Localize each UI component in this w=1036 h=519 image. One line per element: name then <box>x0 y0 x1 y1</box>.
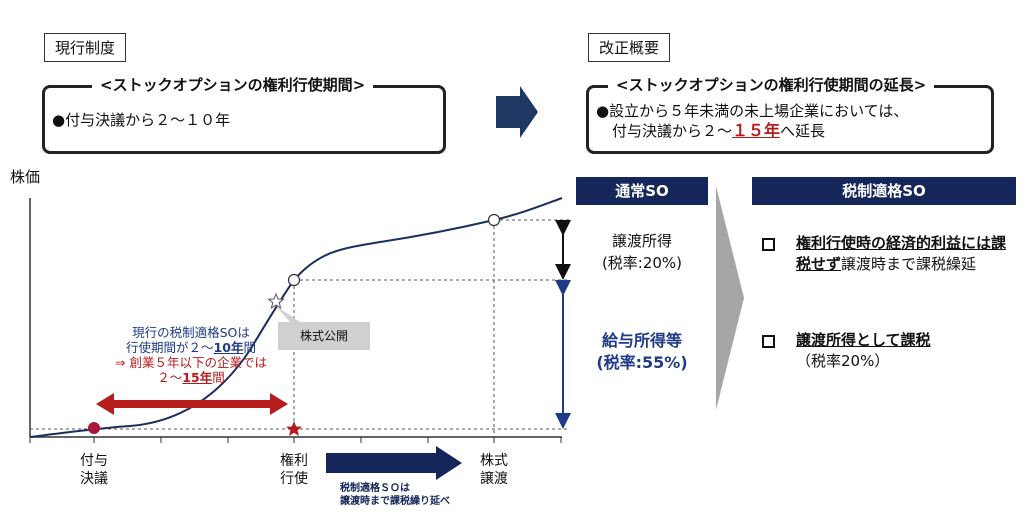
revision-box-title: <ストックオプションの権利行使期間の延長> <box>608 74 935 95</box>
note-line-4: ２～15年間 <box>157 370 225 385</box>
qualified-item-2-bold: 譲渡所得として課税 <box>796 331 931 349</box>
qualified-item-1: 権利行使時の経済的利益には課税せず譲渡時まで課税繰延 <box>796 233 1014 275</box>
qualified-item-1-bold: 権利行使時の経済的利益には課税せず <box>796 234 1007 273</box>
current-system-box-title: <ストックオプションの権利行使期間> <box>92 74 374 95</box>
revision-line-1: ●設立から５年未満の未上場企業においては、 <box>596 102 909 120</box>
event-label-grant: 付与決議 <box>80 453 108 487</box>
ipo-label: 株式公開 <box>278 322 370 350</box>
revision-tag: 改正概要 <box>588 33 671 62</box>
arrow-right-icon <box>496 86 538 138</box>
deferral-line-2: 譲渡時まで課税繰り延べ <box>340 496 450 507</box>
ipo-star-icon <box>267 292 285 310</box>
qualified-item-1-rest: 譲渡時まで課税繰延 <box>841 255 977 273</box>
exercise-price-point <box>287 273 301 287</box>
event-label-exercise: 権利行使 <box>280 453 308 487</box>
revision-line-2-prefix: 付与決議から２～ <box>612 122 733 140</box>
note-line-3: ⇒ 創業５年以下の企業では <box>115 355 267 370</box>
note-line-2: 行使期間が２～10年間 <box>126 340 256 355</box>
note-line-1: 現行の税制適格SOは <box>132 325 250 340</box>
grant-point <box>88 422 100 434</box>
qualified-so-header: 税制適格SO <box>752 177 1016 205</box>
salary-income-label: 給与所得等 (税率:55%) <box>596 331 688 372</box>
exercise-star-icon <box>286 421 302 436</box>
revision-highlight: １５年 <box>732 121 781 140</box>
current-system-bullet: ●付与決議から２～１０年 <box>52 111 231 129</box>
revision-line-2: 付与決議から２～１５年へ延長 <box>612 121 825 141</box>
grey-chevron <box>716 186 744 410</box>
ipo-callout-pointer <box>276 306 300 322</box>
x-axis-ticks <box>29 437 562 443</box>
deferral-line-1: 税制適格ＳＯは <box>340 483 410 494</box>
checkbox-icon <box>762 335 775 348</box>
event-label-transfer: 株式譲渡 <box>480 453 508 487</box>
qualified-item-2-rate: （税率20%） <box>796 352 890 370</box>
checkbox-icon <box>762 238 775 251</box>
current-system-box <box>42 85 446 154</box>
period-note: 現行の税制適格SOは 行使期間が２～10年間 ⇒ 創業５年以下の企業では ２～1… <box>96 325 286 385</box>
deferral-arrow <box>326 446 462 480</box>
normal-so-header: 通常SO <box>576 177 708 205</box>
deferral-note: 税制適格ＳＯは 譲渡時まで課税繰り延べ <box>340 482 450 508</box>
guide-lines <box>30 219 570 437</box>
revision-line-2-suffix: へ延長 <box>780 122 826 140</box>
transfer-price-point <box>487 213 501 227</box>
y-axis-label: 株価 <box>10 168 41 186</box>
qualified-item-2: 譲渡所得として課税 （税率20%） <box>796 330 1014 372</box>
exercise-period-arrow <box>96 393 288 415</box>
transfer-income-label: 譲渡所得 (税率:20%) <box>601 232 683 272</box>
current-system-tag: 現行制度 <box>44 33 127 62</box>
